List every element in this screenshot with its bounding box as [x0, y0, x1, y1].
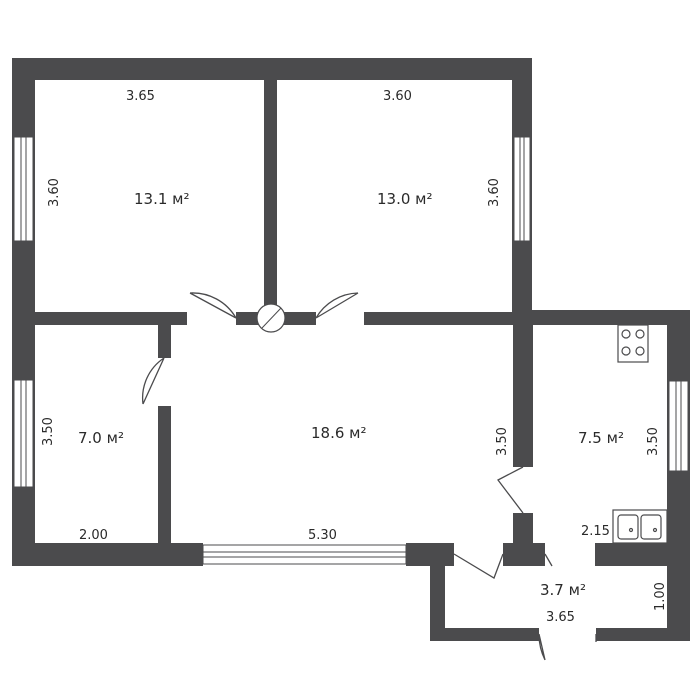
- door-hall-left: [453, 553, 504, 579]
- kitchen-area: 7.5 м²: [578, 429, 624, 447]
- window-bedroom1: [13, 136, 34, 242]
- windows: [13, 136, 689, 565]
- doors: [141, 292, 597, 661]
- wall-bottom-mid: [406, 543, 454, 566]
- door-bedroom1: [189, 292, 237, 319]
- sink: [612, 509, 668, 544]
- room2-area: 13.0 м²: [377, 190, 433, 208]
- wall-hall-bottom-left: [430, 628, 539, 641]
- stove: [617, 324, 649, 363]
- room2-height: 3.60: [487, 178, 502, 207]
- wall-hall-left: [430, 565, 445, 641]
- wall-right-kitchen: [667, 310, 690, 641]
- wall-kitchen-top: [512, 310, 690, 325]
- wall-middle-left: [35, 312, 187, 325]
- hall-area: 3.7 м²: [540, 581, 586, 599]
- room1-area: 13.1 м²: [134, 190, 190, 208]
- ventilation-shaft-icon: [256, 303, 286, 333]
- wall-bottom-right-b: [595, 543, 690, 566]
- door-entrance: [538, 633, 546, 661]
- wall-bottom-right-a: [503, 543, 545, 566]
- window-bedroom2: [513, 136, 531, 242]
- window-kitchen: [668, 380, 689, 472]
- room3-height: 3.50: [41, 417, 56, 446]
- hall-width: 3.65: [546, 610, 575, 625]
- wall-hall-bottom-right: [596, 628, 690, 641]
- living-height: 3.50: [495, 427, 510, 456]
- room3-width: 2.00: [79, 528, 108, 543]
- wall-left: [12, 58, 35, 566]
- labels: 3.65 3.60 13.1 м² 3.60 3.60 13.0 м² 3.50…: [41, 89, 668, 625]
- wall-bedrooms-divider: [264, 80, 277, 316]
- wall-living-kitchen-upper: [513, 325, 533, 467]
- window-small-room: [13, 379, 34, 488]
- kitchen-height: 3.50: [646, 427, 661, 456]
- kitchen-width: 2.15: [581, 524, 610, 539]
- room3-area: 7.0 м²: [78, 429, 124, 447]
- window-living: [202, 544, 407, 565]
- living-width: 5.30: [308, 528, 337, 543]
- wall-small-room-upper: [158, 325, 171, 358]
- wall-middle-right: [364, 312, 512, 325]
- door-small-room: [141, 357, 165, 405]
- room2-width: 3.60: [383, 89, 412, 104]
- door-kitchen: [497, 466, 524, 514]
- room1-width: 3.65: [126, 89, 155, 104]
- wall-bottom-left: [12, 543, 203, 566]
- wall-small-room-lower: [158, 406, 171, 566]
- door-hall-right: [544, 553, 553, 567]
- room1-height: 3.60: [47, 178, 62, 207]
- wall-top: [12, 58, 532, 80]
- door-bedroom2: [315, 292, 359, 319]
- hall-height: 1.00: [653, 582, 668, 611]
- living-area: 18.6 м²: [311, 424, 367, 442]
